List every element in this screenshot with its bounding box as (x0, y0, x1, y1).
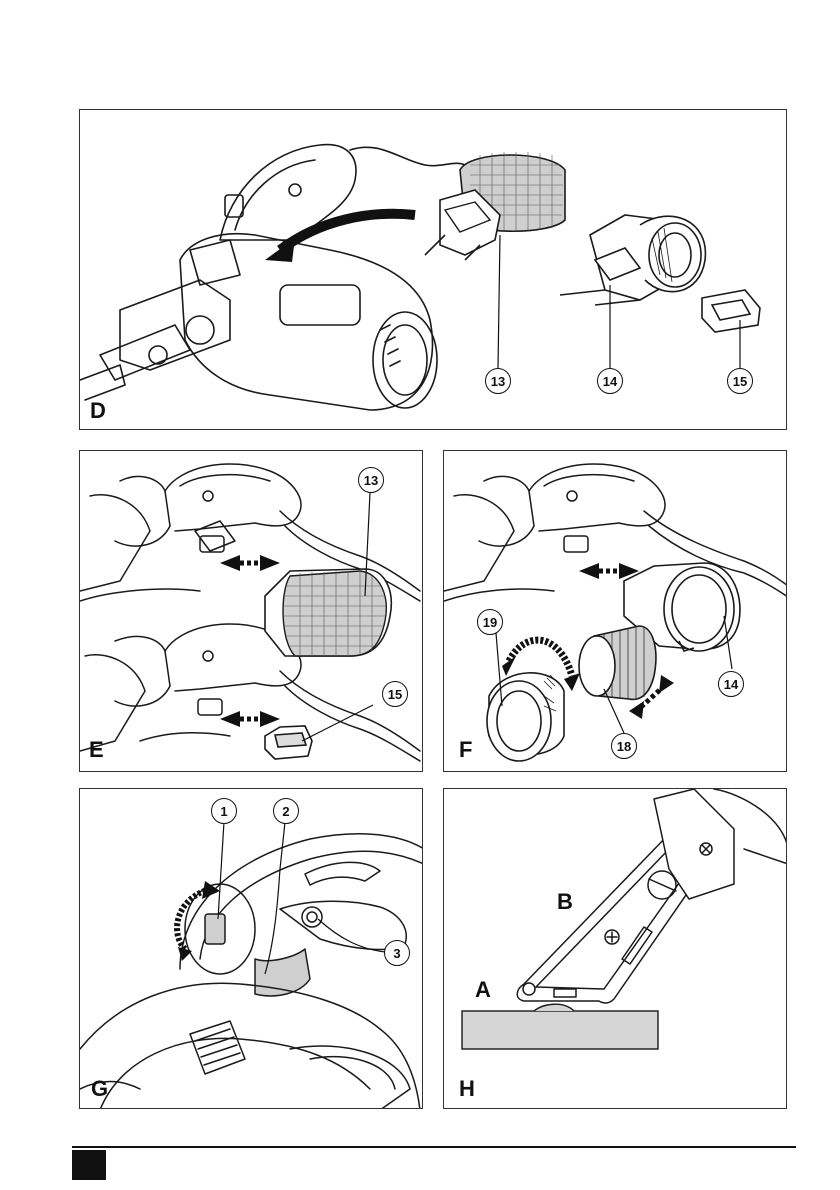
figure-panel-h: B A H (443, 788, 787, 1109)
callout-15: 15 (727, 368, 753, 394)
tool-illustration-h (444, 789, 787, 1109)
tool-illustration-g (80, 789, 423, 1109)
figure-panel-d: 13 14 15 D (79, 109, 787, 430)
panel-letter-h: H (459, 1078, 475, 1100)
part-19-illustration (487, 673, 564, 761)
callout-13: 13 (485, 368, 511, 394)
callout-19: 19 (477, 609, 503, 635)
figure-panel-e: 13 15 E (79, 450, 423, 772)
panel-letter-d: D (90, 400, 106, 422)
label-b: B (557, 891, 573, 913)
part-18-illustration (579, 626, 656, 699)
tool-illustration-e (80, 451, 423, 772)
figure-panel-g: 1 2 3 G (79, 788, 423, 1109)
callout-14: 14 (718, 671, 744, 697)
workpiece-illustration (462, 1011, 658, 1049)
part-15-illustration (702, 290, 760, 332)
callout-2: 2 (273, 798, 299, 824)
callout-14: 14 (597, 368, 623, 394)
label-a: A (475, 979, 491, 1001)
part-13-illustration (265, 569, 391, 656)
tool-illustration-d (80, 110, 787, 430)
panel-letter-e: E (89, 739, 104, 761)
callout-13: 13 (358, 467, 384, 493)
part-13-illustration (425, 152, 565, 260)
page-tab-marker (72, 1150, 106, 1180)
footer-rule (72, 1146, 796, 1148)
part-15-illustration (265, 726, 312, 759)
figure-panel-f: 19 14 18 F (443, 450, 787, 772)
callout-15: 15 (382, 681, 408, 707)
part-14-illustration (560, 215, 705, 305)
callout-3: 3 (384, 940, 410, 966)
callout-1: 1 (211, 798, 237, 824)
panel-letter-g: G (91, 1078, 108, 1100)
callout-18: 18 (611, 733, 637, 759)
panel-letter-f: F (459, 739, 472, 761)
